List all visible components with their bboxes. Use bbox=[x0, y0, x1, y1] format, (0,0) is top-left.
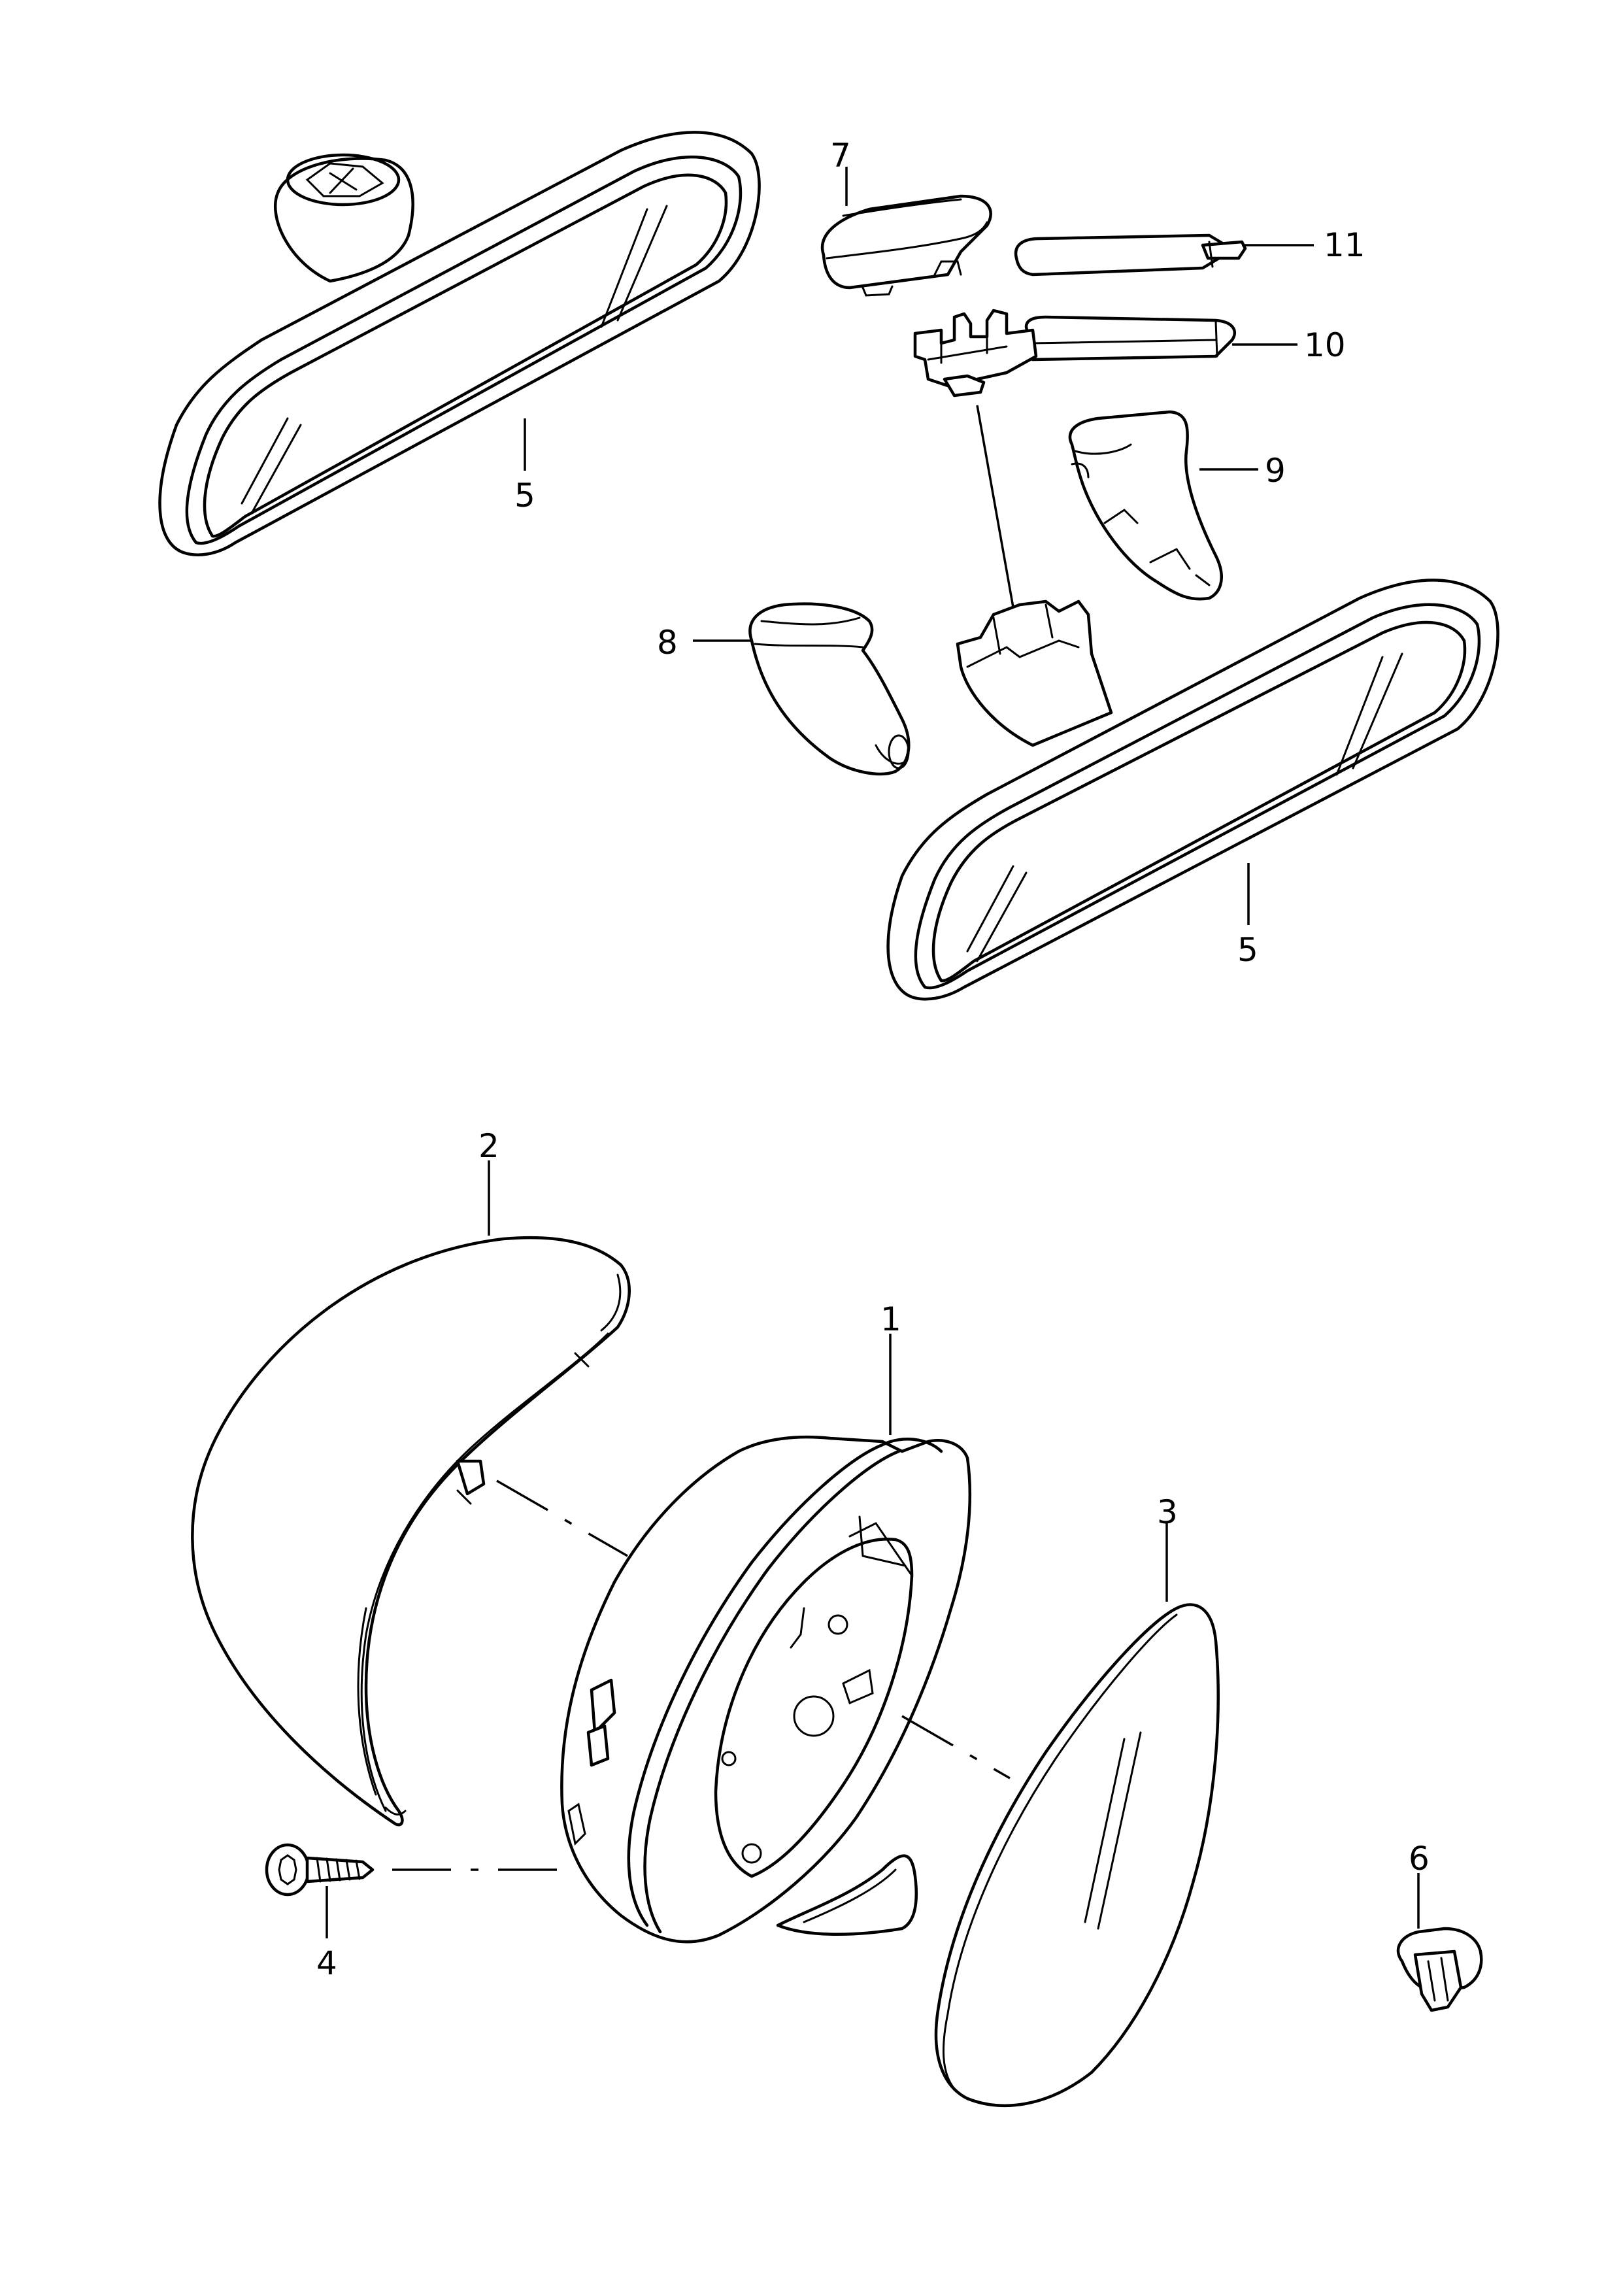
callout-11: 11 bbox=[1324, 226, 1365, 264]
clip-bracket bbox=[913, 309, 1237, 397]
callout-2: 2 bbox=[478, 1127, 499, 1165]
mirror-cap bbox=[191, 1236, 631, 1827]
callout-10: 10 bbox=[1304, 326, 1346, 364]
assembly-line-2 bbox=[496, 1479, 628, 1557]
callout-5b: 5 bbox=[1237, 931, 1258, 969]
trim-strip bbox=[1014, 233, 1247, 277]
sensor-cover bbox=[820, 194, 992, 297]
callout-6: 6 bbox=[1409, 1840, 1430, 1878]
assembly-line-1 bbox=[901, 1715, 1011, 1780]
callout-1: 1 bbox=[880, 1300, 901, 1338]
callout-8: 8 bbox=[657, 624, 678, 662]
mount-cover-left bbox=[748, 602, 911, 776]
assembly-line-10 bbox=[976, 405, 1021, 645]
callout-3: 3 bbox=[1157, 1493, 1178, 1531]
callout-5a: 5 bbox=[514, 477, 535, 515]
screw bbox=[265, 1843, 375, 1897]
mirror-glass bbox=[934, 1603, 1220, 2107]
callout-4: 4 bbox=[316, 1944, 337, 1982]
callout-7: 7 bbox=[830, 137, 851, 175]
mount-cover-right bbox=[1068, 410, 1223, 601]
clip-nut bbox=[1396, 1927, 1483, 2012]
mirror-housing bbox=[560, 1435, 972, 1944]
callout-9: 9 bbox=[1265, 452, 1286, 490]
interior-mirror-upper bbox=[158, 131, 761, 556]
interior-mirror-lower bbox=[886, 579, 1499, 1001]
